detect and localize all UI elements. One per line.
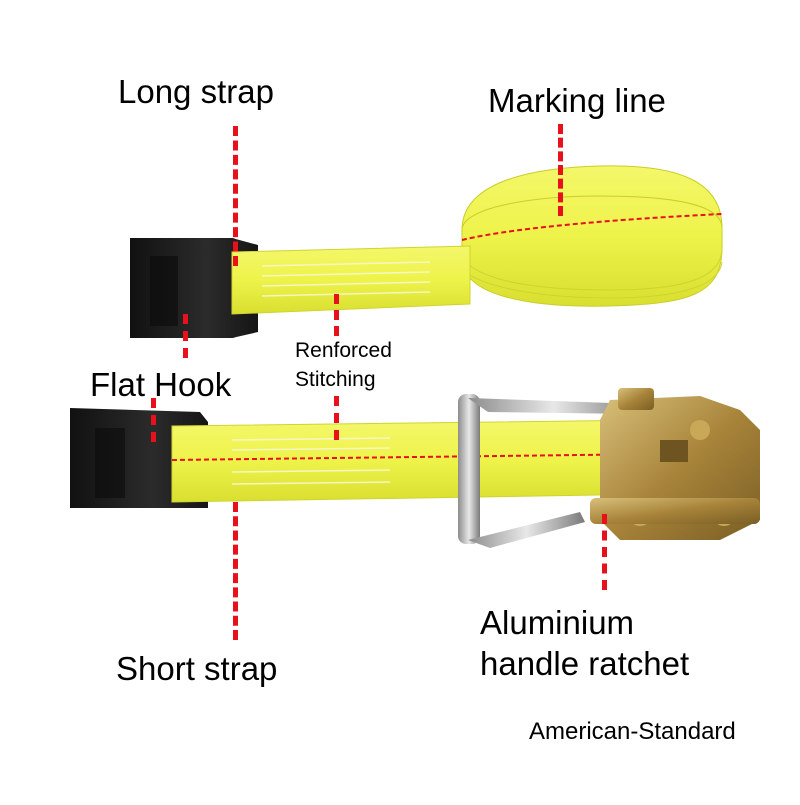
leader-ratchet xyxy=(602,514,607,590)
label-long-strap: Long strap xyxy=(118,73,274,110)
strap-coil xyxy=(461,165,723,307)
leader-flat-hook-top xyxy=(183,314,188,358)
leader-marking-line xyxy=(558,124,563,216)
leader-reinforced-stitching-bottom xyxy=(334,396,339,440)
long-strap-webbing xyxy=(231,245,471,315)
flat-hook-top xyxy=(130,238,258,338)
leader-short-strap xyxy=(233,502,238,640)
label-marking-line: Marking line xyxy=(488,82,666,119)
leader-reinforced-stitching-top xyxy=(334,294,339,336)
short-strap-webbing xyxy=(171,419,661,503)
label-reinforced-stitching-line1: Renforced xyxy=(295,339,392,362)
marking-line-bottom xyxy=(171,453,661,461)
leader-long-strap xyxy=(233,126,238,266)
stitching-top xyxy=(261,261,431,297)
stitching-bottom xyxy=(231,437,391,485)
footer-standard: American-Standard xyxy=(529,718,736,745)
label-reinforced-stitching-line2: Stitching xyxy=(295,368,376,391)
label-flat-hook: Flat Hook xyxy=(90,366,232,403)
short-strap-assembly xyxy=(70,388,760,548)
label-ratchet-line2: handle ratchet xyxy=(480,645,690,682)
label-short-strap: Short strap xyxy=(116,650,278,687)
leader-flat-hook-bottom xyxy=(151,398,156,442)
long-strap-assembly xyxy=(130,165,723,338)
label-ratchet-line1: Aluminium xyxy=(480,604,635,641)
ratchet-handle xyxy=(458,388,760,548)
